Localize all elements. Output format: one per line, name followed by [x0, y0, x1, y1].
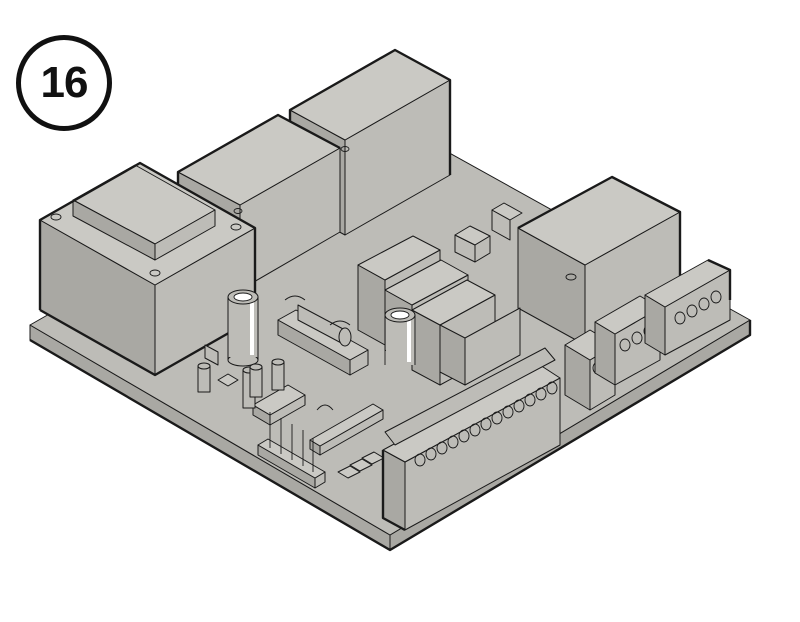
step-number: 16	[40, 58, 89, 107]
terminal-block-3pin-b	[644, 258, 732, 356]
transformer	[38, 161, 257, 377]
fuse-holder	[277, 295, 369, 376]
ic-chip	[309, 403, 384, 456]
terminal-block-long	[381, 347, 561, 532]
small-relays	[357, 235, 521, 386]
relay-right	[517, 175, 682, 346]
pin-header	[257, 412, 326, 489]
dip-switch	[252, 384, 306, 426]
small-components-bottom	[337, 451, 385, 479]
step-number-badge: 16	[16, 35, 112, 131]
small-components-top	[454, 202, 523, 263]
capacitor-left	[227, 289, 259, 367]
small-parts	[197, 344, 285, 409]
capacitor-right	[384, 307, 416, 365]
